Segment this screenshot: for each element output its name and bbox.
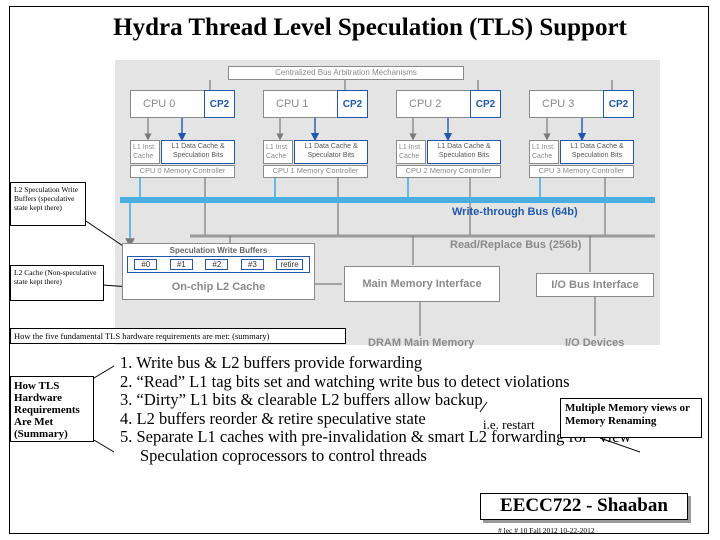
cpu2-l1-inst: L1 Inst. Cache bbox=[396, 140, 426, 164]
l2-cache-label: On-chip L2 Cache bbox=[171, 281, 266, 293]
slide-title: Hydra Thread Level Speculation (TLS) Sup… bbox=[113, 14, 627, 41]
restart-note: i.e. restart bbox=[483, 417, 535, 432]
read-replace-bus-label: Read/Replace Bus (256b) bbox=[450, 239, 582, 251]
callout-how-tls: How TLS Hardware Requirements Are Met (S… bbox=[10, 376, 94, 442]
dram-label: DRAM Main Memory bbox=[368, 337, 475, 349]
cpu3-cp2: CP2 bbox=[603, 90, 634, 118]
cpu1-cp2: CP2 bbox=[337, 90, 368, 118]
cpu0-label: CPU 0 bbox=[143, 98, 176, 110]
write-through-bus-label: Write-through Bus (64b) bbox=[452, 206, 578, 218]
cpu2-controller: CPU 2 Memory Controller bbox=[396, 165, 501, 178]
cpu2-cp2: CP2 bbox=[470, 90, 501, 118]
list-item: 4. L2 buffers reorder & retire speculati… bbox=[120, 408, 426, 428]
callout-l2-cache: L2 Cache (Non-speculative state kept the… bbox=[10, 265, 104, 301]
io-devices-label: I/O Devices bbox=[565, 337, 625, 349]
io-bus-interface: I/O Bus Interface bbox=[536, 273, 654, 297]
list-item: 1. Write bus & L2 buffers provide forwar… bbox=[120, 353, 423, 372]
callout-how-met: How the five fundamental TLS hardware re… bbox=[10, 328, 346, 344]
list-item: 2. “Read” L1 tag bits set and watching w… bbox=[120, 371, 570, 391]
cpu0-l1-data: L1 Data Cache & Speculation Bits bbox=[161, 140, 235, 164]
cpu0-controller: CPU 0 Memory Controller bbox=[130, 165, 235, 178]
requirements-list: 1. Write bus & L2 buffers provide forwar… bbox=[120, 353, 639, 465]
buffer-3: #3 bbox=[240, 259, 264, 270]
lecture-footer: # lec # 10 Fall 2012 10-22-2012 bbox=[498, 526, 595, 535]
buffer-0: #0 bbox=[134, 259, 158, 270]
buffer-2: #2 bbox=[205, 259, 229, 270]
cpu0-l1-inst: L1 Inst. Cache bbox=[130, 140, 160, 164]
cpu1-label: CPU 1 bbox=[276, 98, 309, 110]
swb-title: Speculation Write Buffers bbox=[169, 246, 268, 255]
buffer-1: #1 bbox=[169, 259, 193, 270]
l2-block: Speculation Write Buffers #0 #1 #2 #3 re… bbox=[122, 243, 315, 300]
cpu1-l1-inst: L1 Inst. Cache bbox=[263, 140, 293, 164]
cpu1-l1-data: L1 Data Cache & Speculator Bits bbox=[294, 140, 368, 164]
cpu0-cp2: CP2 bbox=[204, 90, 235, 118]
list-item: Speculation coprocessors to control thre… bbox=[140, 445, 427, 465]
slide-frame bbox=[9, 6, 709, 534]
cpu3-l1-inst: L1 Inst. Cache bbox=[529, 140, 559, 164]
cpu2-l1-data: L1 Data Cache & Speculation Bits bbox=[427, 140, 501, 164]
cpu3-label: CPU 3 bbox=[542, 98, 575, 110]
buffer-retire: retire bbox=[276, 259, 303, 270]
callout-l2-spec-buffers: L2 Speculation Write Buffers (speculativ… bbox=[10, 182, 86, 226]
list-item: 3. “Dirty” L1 bits & clearable L2 buffer… bbox=[120, 390, 483, 409]
cpu3-controller: CPU 3 Memory Controller bbox=[529, 165, 634, 178]
cpu3-l1-data: L1 Data Cache & Speculation Bits bbox=[560, 140, 634, 164]
memory-views-callout: Multiple Memory views or Memory Renaming bbox=[560, 398, 702, 438]
cpu1-controller: CPU 1 Memory Controller bbox=[263, 165, 368, 178]
swb-row: #0 #1 #2 #3 retire bbox=[127, 256, 310, 273]
course-badge: EECC722 - Shaaban bbox=[480, 493, 688, 520]
list-item: 5. Separate L1 caches with pre-invalidat… bbox=[120, 427, 639, 446]
main-memory-interface: Main Memory Interface bbox=[344, 266, 500, 302]
cpu2-label: CPU 2 bbox=[409, 98, 442, 110]
bus-arbitration-box: Centralized Bus Arbitration Mechanisms bbox=[228, 66, 464, 80]
